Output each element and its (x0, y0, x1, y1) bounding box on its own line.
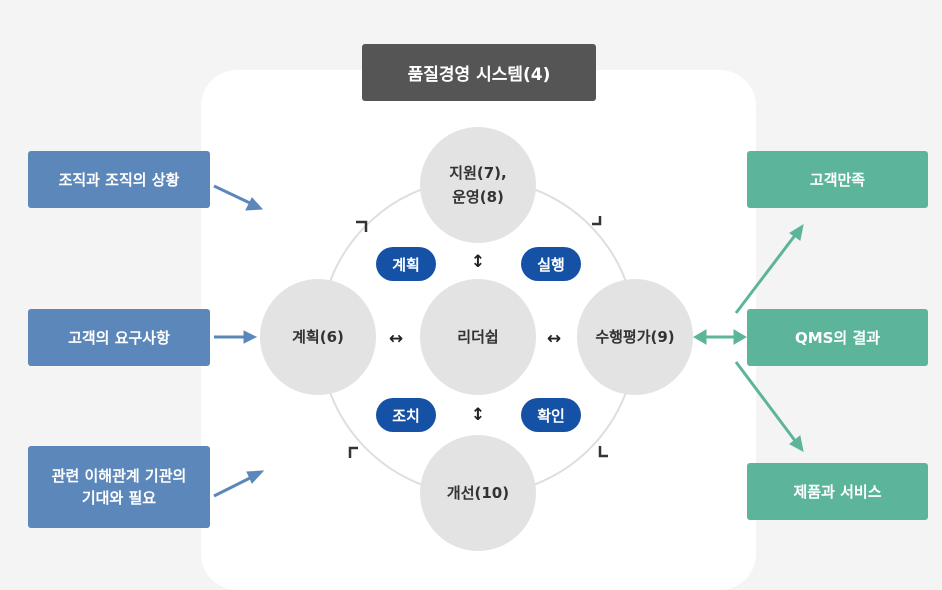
input-box-organization-context: 조직과 조직의 상황 (28, 151, 210, 208)
input-box-customer-requirements: 고객의 요구사항 (28, 309, 210, 366)
leftright-arrow-icon: ↔ (546, 329, 562, 349)
input-label: 조직과 조직의 상황 (58, 170, 180, 189)
node-leadership: 리더쉽 (420, 279, 536, 395)
output-box-customer-satisfaction: 고객만족 (747, 151, 928, 208)
system-title: 품질경영 시스템(4) (362, 44, 596, 101)
node-improvement: 개선(10) (420, 435, 536, 551)
output-label: 제품과 서비스 (793, 482, 882, 501)
input-arrows (213, 184, 265, 498)
pill-do: 실행 (521, 247, 581, 281)
ring-arrowhead-top-left (356, 220, 368, 232)
ring-arrowhead-top-right (592, 216, 602, 226)
output-label: 고객만족 (809, 170, 866, 189)
output-label: QMS의 결과 (794, 328, 881, 347)
pill-plan: 계획 (376, 247, 436, 281)
updown-arrow-icon: ↕ (470, 405, 486, 425)
leftright-arrow-icon: ↔ (388, 329, 404, 349)
output-arrows (693, 223, 804, 452)
ring-arrowhead-bottom-right (598, 446, 608, 458)
ring-arrowhead-bottom-left (348, 446, 358, 458)
node-label: 리더쉽 (457, 328, 499, 346)
node-label-line2: 운영(8) (452, 188, 504, 206)
node-label: 수행평가(9) (595, 328, 675, 346)
input-label-line2: 기대와 필요 (81, 489, 157, 507)
output-box-products-services: 제품과 서비스 (747, 463, 928, 520)
input-box-stakeholder-needs: 관련 이해관계 기관의 기대와 필요 (28, 446, 210, 528)
node-label-line1: 지원(7), (449, 164, 507, 182)
node-label: 개선(10) (446, 484, 510, 502)
node-label: 계획(6) (292, 328, 344, 346)
input-label: 고객의 요구사항 (68, 328, 170, 347)
pill-act: 조치 (376, 398, 436, 432)
output-box-qms-results: QMS의 결과 (747, 309, 928, 366)
pill-check: 확인 (521, 398, 581, 432)
node-support-operation: 지원(7), 운영(8) (420, 127, 536, 243)
input-label-line1: 관련 이해관계 기관의 (51, 467, 187, 485)
node-planning: 계획(6) (260, 279, 376, 395)
updown-arrow-icon: ↕ (470, 252, 486, 272)
node-performance-evaluation: 수행평가(9) (577, 279, 693, 395)
